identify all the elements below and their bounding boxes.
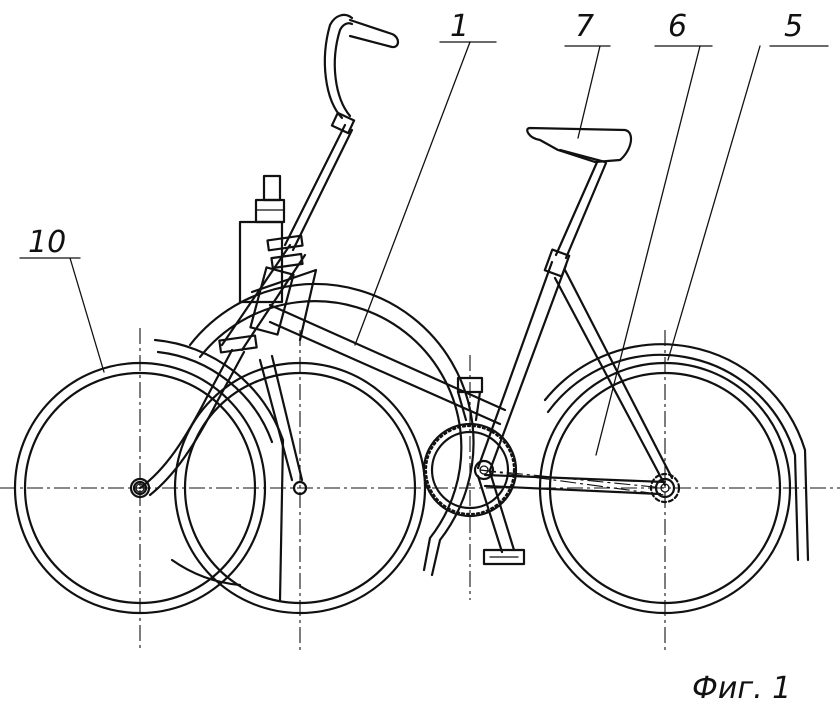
handlebar [283, 13, 400, 252]
callout-1: 1 [450, 9, 469, 44]
saddle [526, 126, 633, 164]
front-wheel [13, 361, 267, 615]
crank-and-pedal [476, 470, 526, 566]
middle-fender [170, 282, 475, 587]
front-fork [132, 348, 246, 497]
battery-box [238, 174, 286, 304]
callout-5: 5 [784, 9, 803, 44]
callout-10: 10 [28, 225, 66, 260]
chainwheel-housing [422, 376, 518, 518]
callout-7: 7 [575, 9, 594, 44]
leader-lines [19, 41, 829, 456]
rear-triangle [483, 268, 681, 504]
callout-6: 6 [668, 9, 687, 44]
rear-fender [543, 343, 810, 562]
seat-tube [476, 158, 608, 472]
middle-wheel [173, 361, 427, 615]
figure-caption: Фиг. 1 [692, 671, 791, 706]
